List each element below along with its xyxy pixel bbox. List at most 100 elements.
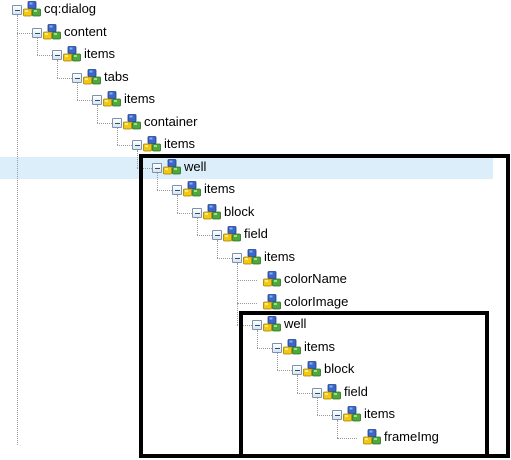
tree-node-row[interactable]: [0, 405, 493, 427]
selected-row-highlight: [0, 156, 493, 179]
node-icon: [203, 203, 221, 219]
tree-branch-line: [137, 167, 152, 169]
collapse-toggle-icon[interactable]: [232, 252, 242, 263]
tree-node-label[interactable]: block: [224, 203, 255, 219]
tree-node-label[interactable]: container: [144, 113, 198, 129]
tree-connector-line: [237, 262, 238, 325]
node-icon: [343, 406, 361, 422]
tree-connector-line: [117, 127, 118, 145]
node-icon: [63, 46, 81, 62]
tree-node-label[interactable]: items: [84, 46, 116, 61]
tree-node-row[interactable]: [0, 270, 493, 292]
tree-branch-line: [197, 235, 212, 236]
collapse-toggle-icon[interactable]: [272, 342, 282, 353]
node-icon: [103, 91, 121, 107]
tree-connector-line: [57, 60, 58, 78]
tree-node-label[interactable]: frameImg: [384, 428, 439, 444]
tree-connector-line: [77, 82, 78, 100]
tree-node-label[interactable]: field: [344, 383, 368, 399]
tree-node-label[interactable]: content: [64, 23, 107, 39]
collapse-toggle-icon[interactable]: [312, 387, 322, 398]
node-icon: [283, 338, 301, 354]
node-icon: [223, 226, 241, 242]
collapse-toggle-icon[interactable]: [92, 95, 102, 105]
tree-branch-line: [317, 415, 332, 416]
tree-node-label[interactable]: items: [204, 181, 236, 196]
collapse-toggle-icon[interactable]: [132, 140, 142, 150]
tree-connector-line: [317, 397, 318, 415]
tree-node-label[interactable]: tabs: [104, 68, 129, 84]
tree-node-row[interactable]: [0, 383, 493, 405]
tree-node-row[interactable]: [0, 158, 493, 180]
tree-node-row[interactable]: [0, 113, 493, 135]
tree-node-label[interactable]: items: [364, 406, 396, 421]
tree-connector-line: [297, 375, 298, 393]
tree-connector-line: [257, 330, 258, 348]
tree-branch-line: [37, 55, 52, 56]
collapse-toggle-icon[interactable]: [252, 320, 262, 330]
tree-connector-line: [97, 105, 98, 123]
collapse-toggle-icon[interactable]: [32, 27, 42, 38]
tree-node-label[interactable]: field: [244, 226, 268, 241]
tree-node-label[interactable]: items: [124, 91, 156, 106]
tree-connector-line: [37, 37, 38, 55]
node-icon: [163, 158, 181, 174]
tree-node-row[interactable]: [0, 315, 493, 337]
collapse-toggle-icon[interactable]: [112, 117, 122, 128]
tree-node-row[interactable]: [0, 293, 493, 315]
tree-node-row[interactable]: [0, 360, 493, 382]
tree-branch-line: [237, 325, 252, 326]
tree-node-label[interactable]: colorName: [284, 271, 347, 286]
node-icon: [303, 361, 321, 377]
tree-connector-line: [217, 240, 218, 258]
tree-branch-line: [277, 370, 292, 371]
tree-node-label[interactable]: colorImage: [284, 293, 349, 309]
collapse-toggle-icon[interactable]: [152, 162, 162, 173]
node-icon: [243, 248, 261, 264]
tree-node-label[interactable]: cq:dialog: [44, 1, 97, 16]
tree-node-label[interactable]: well: [284, 316, 307, 331]
node-icon: [123, 113, 141, 129]
tree-branch-line: [157, 190, 172, 191]
tree-connector-line: [337, 420, 338, 438]
tree-node-label[interactable]: block: [324, 361, 355, 376]
node-icon: [43, 23, 61, 39]
tree-branch-line: [297, 392, 312, 394]
collapse-toggle-icon[interactable]: [332, 410, 342, 420]
tree-branch-line: [57, 77, 72, 79]
collapse-toggle-icon[interactable]: [172, 185, 182, 195]
collapse-toggle-icon[interactable]: [212, 230, 222, 240]
tree-node-row[interactable]: [0, 90, 493, 112]
collapse-toggle-icon[interactable]: [292, 365, 302, 375]
node-icon: [323, 383, 341, 399]
tree-branch-line: [97, 122, 112, 124]
tree-branch-line: [257, 347, 272, 349]
node-icon: [263, 293, 281, 309]
tree-node-label[interactable]: items: [264, 248, 296, 264]
tree-branch-line: [77, 100, 92, 101]
tree-branch-line: [177, 212, 192, 214]
node-icon: [23, 1, 41, 17]
node-icon: [183, 181, 201, 197]
tree-connector-line: [137, 150, 138, 168]
node-icon: [263, 316, 281, 332]
tree-root-trunk-line: [17, 15, 18, 445]
collapse-toggle-icon[interactable]: [52, 50, 62, 60]
node-icon: [363, 428, 381, 444]
tree-node-label[interactable]: well: [184, 158, 207, 174]
collapse-toggle-icon[interactable]: [72, 72, 82, 83]
tree-node-row[interactable]: [0, 180, 493, 202]
tree-node-label[interactable]: items: [304, 338, 336, 354]
collapse-toggle-icon[interactable]: [192, 207, 202, 218]
node-icon: [143, 136, 161, 152]
tree-branch-line: [237, 302, 257, 304]
tree-node-label[interactable]: items: [164, 136, 196, 151]
node-icon: [83, 68, 101, 84]
tree-node-row[interactable]: [0, 338, 493, 360]
collapse-toggle-icon[interactable]: [12, 5, 22, 15]
tree-connector-line: [177, 195, 178, 213]
tree-connector-line: [197, 217, 198, 235]
tree-node-row[interactable]: [0, 135, 493, 157]
node-icon: [263, 271, 281, 287]
